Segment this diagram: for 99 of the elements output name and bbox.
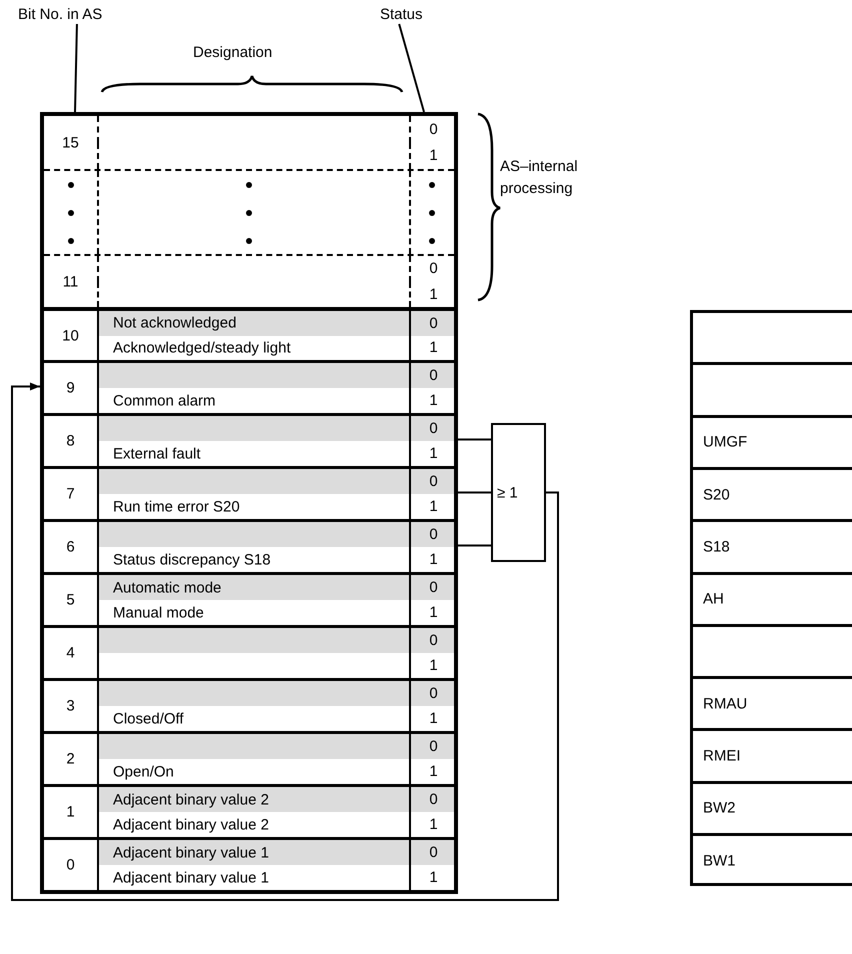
table-row <box>44 837 454 890</box>
bit-number: 5 <box>65 592 76 608</box>
bit-number: 8 <box>65 432 76 450</box>
annotation-text: AS–internal processing <box>500 157 579 199</box>
status-cell: 0 <box>409 469 456 494</box>
bit-number: 4 <box>65 644 76 662</box>
abbreviation-text: AH <box>703 590 724 608</box>
status-cell: 1 <box>409 706 456 731</box>
abbreviation-text: RMEI <box>703 748 740 765</box>
connector-line <box>458 438 491 440</box>
status-cell: 1 <box>409 812 456 837</box>
status-cell: 0 <box>409 734 456 759</box>
status-cell: 1 <box>409 336 456 360</box>
table-row <box>44 307 454 360</box>
table-row <box>44 413 454 466</box>
status-cell: 1 <box>409 547 456 572</box>
bit-number: 7 <box>65 486 76 502</box>
shaded-table-row <box>97 363 454 388</box>
designation-text: Open/On <box>113 763 174 780</box>
designation-text: Adjacent binary value 1 <box>113 844 269 861</box>
table-row <box>44 625 454 678</box>
designation-text: Run time error S20 <box>113 498 240 515</box>
bit-number: 9 <box>65 380 76 396</box>
table-row <box>44 169 454 254</box>
bit-number: 6 <box>65 538 76 556</box>
status-cell: 1 <box>409 759 456 784</box>
shaded-table-row <box>97 681 454 706</box>
status-cell: 0 <box>409 575 456 600</box>
abbreviation-text: S18 <box>703 538 730 556</box>
status-cell: 1 <box>409 142 456 169</box>
designation-text: External fault <box>113 445 201 462</box>
designation-text: Acknowledged/steady light <box>113 339 291 356</box>
designation-text: Automatic mode <box>113 579 222 596</box>
status-cell: 1 <box>409 600 456 625</box>
table-row <box>44 254 454 307</box>
bit-number: 11 <box>62 273 80 290</box>
connector-line <box>11 382 559 901</box>
abbreviation-text: UMGF <box>703 434 748 451</box>
table-row <box>44 360 454 413</box>
or-gate-box <box>491 423 546 562</box>
leader-line <box>398 24 425 112</box>
table-row <box>44 678 454 731</box>
shaded-table-row <box>97 628 454 653</box>
abbreviation-text: BW1 <box>703 852 736 870</box>
status-cell: 0 <box>409 116 456 142</box>
shaded-table-row <box>97 734 454 759</box>
shaded-table-row <box>97 522 454 547</box>
abbreviation-text: BW2 <box>703 800 736 817</box>
status-cell: 0 <box>409 363 456 388</box>
status-cell: 1 <box>409 441 456 466</box>
bit-number: 0 <box>65 856 76 874</box>
designation-text: Adjacent binary value 2 <box>113 816 269 833</box>
bit-number: 2 <box>65 750 76 768</box>
bit-table <box>40 112 458 894</box>
callout-label: Bit No. in AS <box>18 6 102 23</box>
table-row <box>44 572 454 625</box>
bit-number: 3 <box>65 698 76 714</box>
table-row <box>44 519 454 572</box>
status-cell: 1 <box>409 494 456 519</box>
leader-line <box>74 24 78 112</box>
status-cell: 0 <box>409 787 456 812</box>
shaded-table-row <box>97 575 454 600</box>
status-cell: 0 <box>409 522 456 547</box>
designation-text: Closed/Off <box>113 710 184 727</box>
status-cell: 1 <box>409 865 456 890</box>
status-cell: 1 <box>409 653 456 678</box>
status-cell: 0 <box>409 256 456 282</box>
status-cell: 0 <box>409 840 456 865</box>
status-cell: 1 <box>409 282 456 307</box>
annotation-text: Designation <box>193 44 272 61</box>
designation-text: Common alarm <box>113 392 216 409</box>
connector-line <box>458 492 491 494</box>
designation-text: Adjacent binary value 1 <box>113 869 269 886</box>
table-row <box>44 784 454 837</box>
abbreviation-text: S20 <box>703 486 730 504</box>
abbreviation-table <box>690 310 852 886</box>
status-cell: 0 <box>409 681 456 706</box>
gate-symbol: ≥ 1 <box>497 484 518 501</box>
shaded-table-row <box>97 469 454 494</box>
connector-line <box>458 544 491 546</box>
bit-number: 1 <box>65 804 76 820</box>
bit-number: 15 <box>61 134 80 151</box>
shaded-table-row <box>97 787 454 812</box>
shaded-table-row <box>97 311 454 336</box>
designation-text: Adjacent binary value 2 <box>113 791 269 808</box>
table-row <box>44 466 454 519</box>
designation-text: Manual mode <box>113 604 204 621</box>
status-cell: 1 <box>409 388 456 413</box>
bit-number: 10 <box>61 327 80 344</box>
status-cell: 0 <box>409 311 456 336</box>
status-cell: 0 <box>409 628 456 653</box>
abbreviation-text: RMAU <box>703 695 748 712</box>
status-cell: 0 <box>409 416 456 441</box>
designation-text: Not acknowledged <box>113 314 236 332</box>
shaded-table-row <box>97 416 454 441</box>
designation-text: Status discrepancy S18 <box>113 551 271 568</box>
table-row <box>44 731 454 784</box>
shaded-table-row <box>97 840 454 865</box>
callout-label: Status <box>380 6 423 23</box>
